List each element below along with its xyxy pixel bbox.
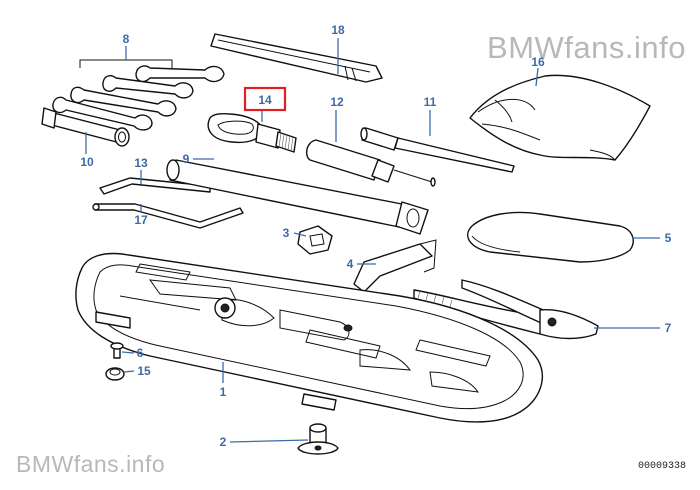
part-strap [210,33,383,83]
highlight-box [243,86,287,112]
part-clip [105,367,125,381]
callout-11: 11 [424,95,437,109]
callout-10: 10 [80,155,94,169]
part-bracket [353,239,437,293]
part-hex-key-13 [99,177,211,195]
callout-9: 9 [183,152,190,166]
part-fastener [297,423,339,455]
part-nut [297,225,333,255]
callout-15: 15 [137,364,151,378]
callout-1: 1 [220,385,227,399]
watermark-top: BMWfans.info [487,30,686,65]
callout-6: 6 [137,346,144,360]
callout-12: 12 [330,95,344,109]
callout-13: 13 [134,156,148,170]
callout-2: 2 [220,435,227,449]
callout-3: 3 [283,226,290,240]
part-screw [110,342,124,359]
catalog-number: 00009338 [637,461,686,472]
part-towing-eye [207,112,297,153]
part-spanners [52,59,225,131]
part-socket-tube [41,107,130,147]
callout-18: 18 [331,23,345,37]
part-screwdriver-handle [305,139,436,187]
callout-17: 17 [134,213,148,227]
callout-labels: 18 16 8 10 14 12 11 9 13 17 3 4 5 7 6 15… [80,23,671,449]
leader-lines [85,38,660,443]
callout-8: 8 [123,32,130,46]
part-screwdriver-blade [360,127,515,173]
part-pliers [413,279,599,340]
watermark-bottom: BMWfans.info [16,451,166,477]
callout-5: 5 [665,231,672,245]
callout-14: 14 [258,93,272,107]
part-cloth [469,74,651,161]
part-tool-tray [75,252,543,423]
part-hex-key-17 [92,203,244,229]
part-pad [467,211,634,263]
callout-16: 16 [531,55,545,69]
callout-4: 4 [347,257,354,271]
callout-7: 7 [665,321,672,335]
part-wheel-brace [166,159,429,235]
